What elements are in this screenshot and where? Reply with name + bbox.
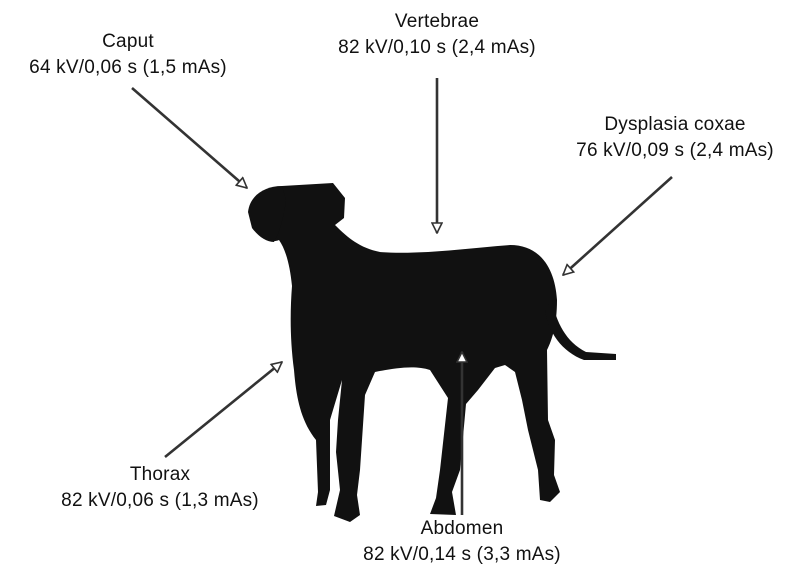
label-thorax: Thorax 82 kV/0,06 s (1,3 mAs) (61, 462, 259, 514)
label-abdomen-exposure: 82 kV/0,14 s (3,3 mAs) (363, 542, 561, 568)
label-vertebrae-exposure: 82 kV/0,10 s (2,4 mAs) (338, 35, 536, 61)
label-vertebrae: Vertebrae 82 kV/0,10 s (2,4 mAs) (338, 9, 536, 61)
label-caput: Caput 64 kV/0,06 s (1,5 mAs) (29, 29, 227, 81)
label-dysplasia: Dysplasia coxae 76 kV/0,09 s (2,4 mAs) (576, 112, 774, 164)
arrow-thorax (165, 362, 282, 457)
label-abdomen: Abdomen 82 kV/0,14 s (3,3 mAs) (363, 516, 561, 568)
arrow-caput (132, 88, 247, 188)
label-caput-exposure: 64 kV/0,06 s (1,5 mAs) (29, 55, 227, 81)
label-dysplasia-exposure: 76 kV/0,09 s (2,4 mAs) (576, 138, 774, 164)
label-thorax-exposure: 82 kV/0,06 s (1,3 mAs) (61, 488, 259, 514)
label-thorax-region: Thorax (61, 462, 259, 488)
label-vertebrae-region: Vertebrae (338, 9, 536, 35)
label-abdomen-region: Abdomen (363, 516, 561, 542)
arrow-dysplasia (563, 177, 672, 275)
dog-silhouette-icon (248, 183, 616, 522)
label-caput-region: Caput (29, 29, 227, 55)
label-dysplasia-region: Dysplasia coxae (576, 112, 774, 138)
